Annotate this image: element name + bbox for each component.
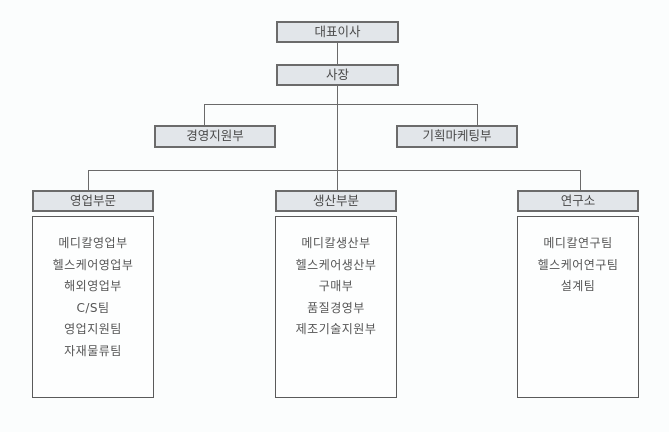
- node-production-division: 생산부분: [275, 190, 397, 212]
- connector-staff-left: [204, 104, 205, 125]
- node-president: 사장: [276, 64, 399, 86]
- connector-staff-horizontal: [204, 104, 478, 105]
- connector-staff-right: [477, 104, 478, 125]
- unit-item: 구매부: [318, 279, 354, 293]
- connector-ceo-president: [337, 42, 338, 64]
- unit-item: 메디칼영업부: [58, 236, 128, 250]
- unit-item: 헬스케어영업부: [52, 257, 134, 272]
- unit-item: 제조기술지원부: [295, 322, 377, 336]
- connector-division-horizontal: [88, 170, 581, 171]
- node-management-support: 경영지원부: [154, 125, 276, 148]
- node-planning-marketing: 기획마케팅부: [396, 125, 518, 148]
- research-units-box: 메디칼연구팀 헬스케어연구팀 설계팀: [517, 216, 639, 398]
- node-research-lab: 연구소: [517, 190, 639, 212]
- unit-item: 영업지원팀: [64, 322, 122, 336]
- unit-item: 품질경영부: [307, 300, 365, 315]
- unit-item: 자재물류팀: [64, 343, 122, 358]
- sales-units-box: 메디칼영업부 헬스케어영업부 해외영업부 C/S팀 영업지원팀 자재물류팀: [32, 216, 154, 398]
- unit-item: 메디칼연구팀: [543, 236, 613, 250]
- node-ceo: 대표이사: [276, 21, 399, 43]
- unit-item: 설계팀: [560, 279, 596, 293]
- unit-item: 헬스케어생산부: [295, 257, 377, 272]
- connector-president-trunk: [337, 85, 338, 190]
- production-units-box: 메디칼생산부 헬스케어생산부 구매부 품질경영부 제조기술지원부: [275, 216, 397, 398]
- connector-division-left: [88, 170, 89, 190]
- unit-item: 해외영업부: [64, 279, 122, 293]
- unit-item: C/S팀: [76, 300, 110, 315]
- unit-item: 헬스케어연구팀: [537, 257, 619, 272]
- unit-item: 메디칼생산부: [301, 236, 371, 250]
- node-sales-division: 영업부문: [32, 190, 154, 212]
- connector-division-right: [580, 170, 581, 190]
